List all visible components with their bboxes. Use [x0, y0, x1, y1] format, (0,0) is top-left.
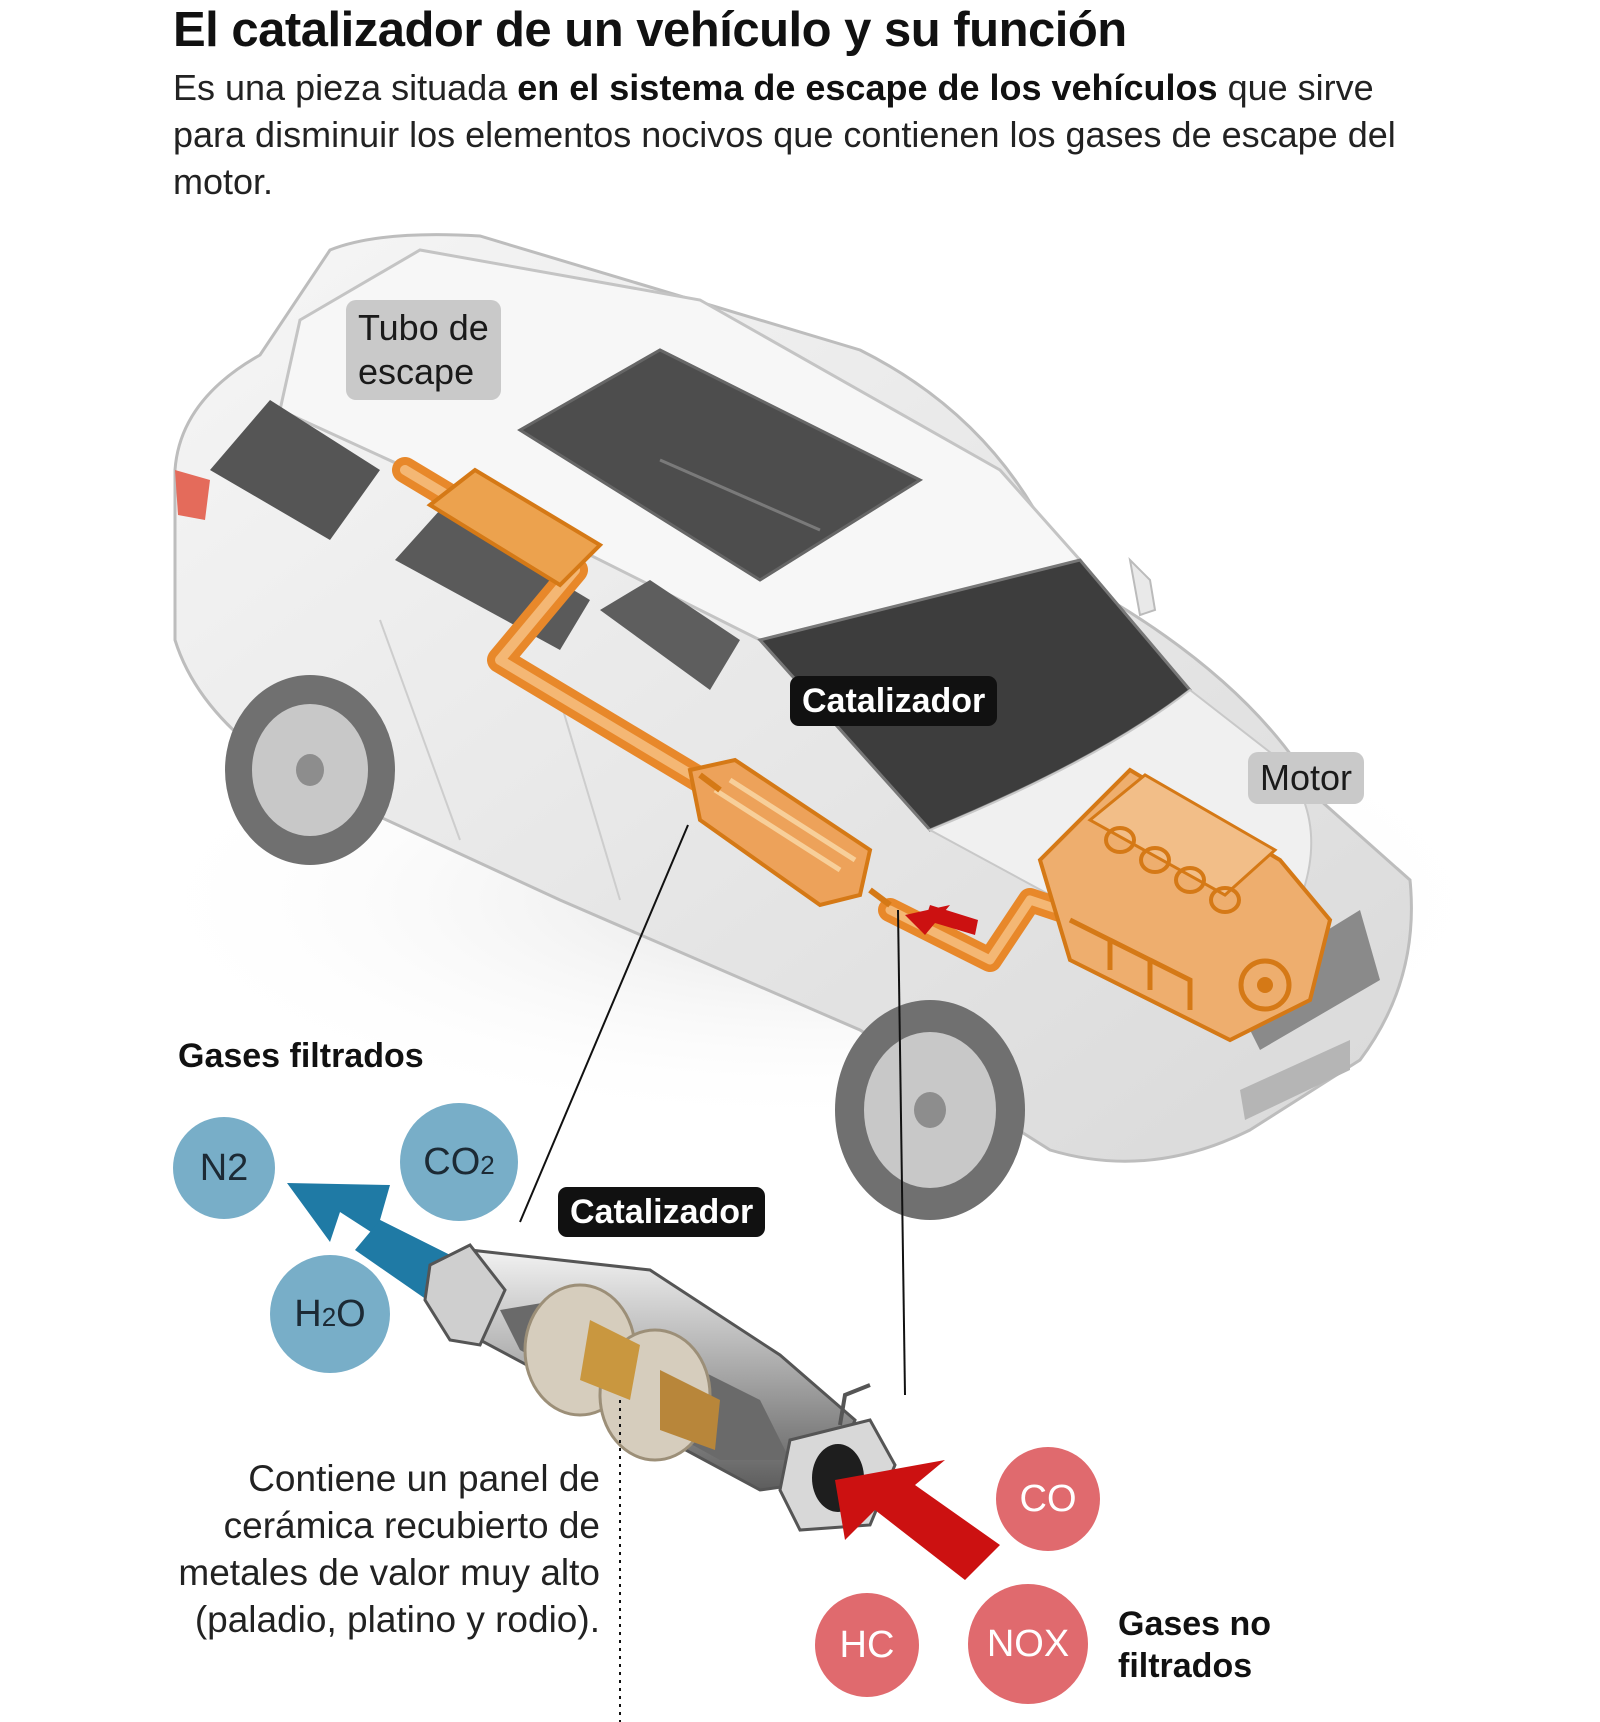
label-exhaust-pipe: Tubo de escape — [346, 300, 501, 400]
intro-part-1: Es una pieza situada — [173, 67, 518, 108]
bubble-nox: NOX — [968, 1584, 1088, 1704]
unfiltered-heading-line-1: Gases no — [1118, 1605, 1272, 1643]
intro-text: Es una pieza situada en el sistema de es… — [173, 64, 1433, 205]
bubble-h2o: H2O — [270, 1255, 390, 1373]
car-flow-arrow — [905, 905, 978, 935]
bubble-nox-text: NOX — [986, 1622, 1070, 1665]
bubble-hc-text: HC — [839, 1623, 895, 1666]
connector-line-left — [519, 824, 689, 1223]
label-catalizador-bottom: Catalizador — [558, 1187, 766, 1237]
bubble-n2-text: N2 — [199, 1146, 249, 1189]
co2-sub: 2 — [480, 1149, 495, 1180]
h2o-o: O — [336, 1292, 366, 1335]
h2o-h: H — [294, 1292, 322, 1335]
label-exhaust-pipe-line-2: escape — [358, 351, 475, 392]
bubble-co2: CO2 — [400, 1103, 518, 1221]
co2-main: CO — [423, 1140, 481, 1183]
car-catalytic-converter — [687, 757, 892, 908]
intro-part-2: que sirve para disminuir los elementos n… — [173, 67, 1396, 202]
ceramic-description: Contiene un panel de cerámica recubierto… — [178, 1458, 600, 1640]
bubble-hc: HC — [815, 1593, 919, 1697]
bubble-co-text: CO — [1019, 1477, 1077, 1520]
engine — [1037, 767, 1333, 1043]
muffler — [426, 467, 604, 588]
h2o-sub: 2 — [321, 1301, 337, 1332]
label-exhaust-pipe-line-1: Tubo de — [358, 307, 489, 348]
front-wheel — [835, 1000, 1025, 1220]
unfiltered-gases-heading: Gases no filtrados — [1118, 1603, 1271, 1687]
connector-line-right — [897, 909, 906, 1396]
label-motor: Motor — [1248, 752, 1365, 804]
filtered-gases-heading: Gases filtrados — [178, 1037, 424, 1075]
bubble-co: CO — [996, 1447, 1100, 1551]
unfiltered-heading-line-2: filtrados — [1118, 1647, 1253, 1685]
page-title: El catalizador de un vehículo y su funci… — [173, 3, 1127, 57]
intro-bold: en el sistema de escape de los vehículos — [517, 67, 1218, 108]
bubble-n2: N2 — [173, 1117, 275, 1219]
label-catalizador-top: Catalizador — [790, 676, 998, 726]
rear-wheel — [225, 675, 395, 865]
unfiltered-gases-arrow — [835, 1460, 1000, 1580]
